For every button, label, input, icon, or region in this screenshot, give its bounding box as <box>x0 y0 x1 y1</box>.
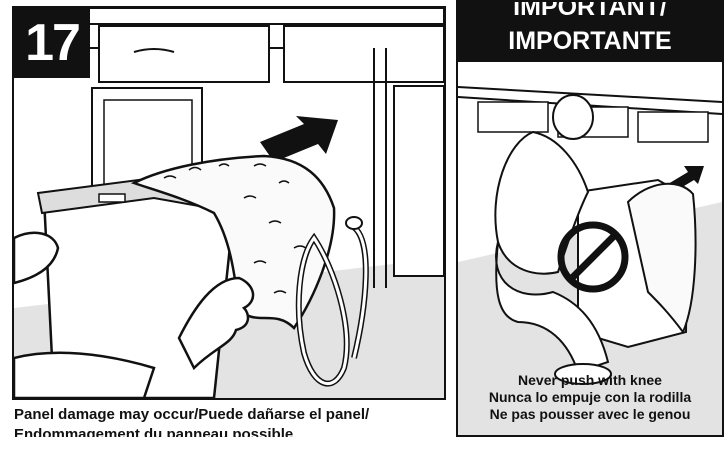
dishwasher-install-drawing <box>14 8 444 398</box>
important-title-en: IMPORTANT/ <box>513 0 667 21</box>
knee-push-warning-drawing <box>458 86 722 435</box>
step-illustration: 17 <box>12 6 446 400</box>
warning-text-es: Nunca lo empuje con la rodilla <box>488 389 692 405</box>
step-caption: Panel damage may occur/Puede dañarse el … <box>14 405 444 437</box>
warning-text: Never push with knee Nunca lo empuje con… <box>458 372 722 423</box>
important-panel: IMPORTANT/ IMPORTANTE <box>456 0 724 437</box>
caption-line-1: Panel damage may occur/Puede dañarse el … <box>14 406 370 423</box>
step-number-badge: 17 <box>14 8 90 78</box>
caption-line-2: Endommagement du panneau possible <box>14 426 294 437</box>
warning-text-fr: Ne pas pousser avec le genou <box>489 406 691 422</box>
important-header: IMPORTANT/ IMPORTANTE <box>458 2 722 62</box>
warning-text-en: Never push with knee <box>518 372 662 388</box>
important-title-es: IMPORTANTE <box>508 27 672 55</box>
